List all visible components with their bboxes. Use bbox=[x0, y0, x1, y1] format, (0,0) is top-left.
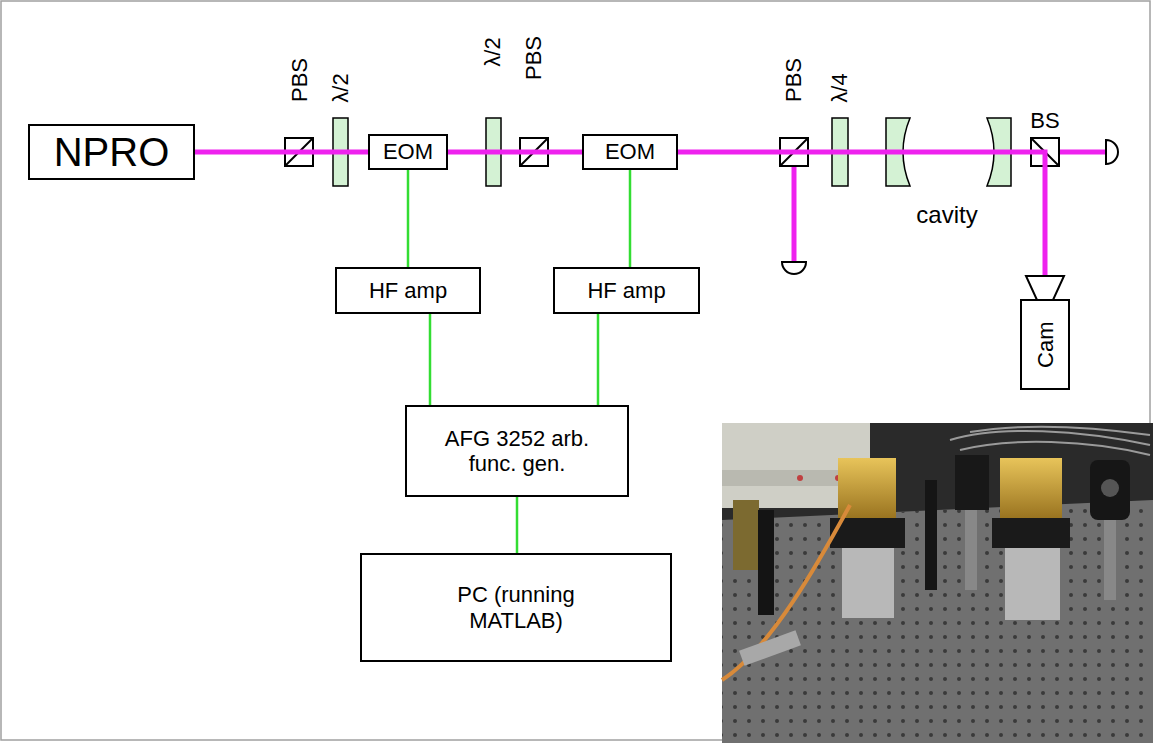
signal-cable bbox=[407, 170, 410, 267]
generator-box: AFG 3252 arb. func. gen. bbox=[405, 405, 629, 497]
component-label: PBS bbox=[782, 58, 806, 102]
laser-box: NPRO bbox=[28, 124, 195, 180]
camera-lens bbox=[1026, 276, 1064, 300]
setup-photo bbox=[722, 423, 1153, 743]
box-text: AFG 3252 arb. func. gen. bbox=[432, 426, 602, 477]
signal-cable bbox=[516, 497, 519, 553]
camera-body bbox=[1021, 300, 1069, 389]
box-text: HF amp bbox=[587, 278, 665, 303]
cable-coil bbox=[950, 427, 1150, 455]
laser-beam bbox=[195, 150, 368, 155]
box-text: NPRO bbox=[54, 129, 170, 175]
clamp bbox=[739, 630, 801, 666]
signal-cable bbox=[629, 170, 632, 267]
component-label: PBS bbox=[522, 36, 546, 80]
component-label: PBS bbox=[288, 58, 312, 102]
optical-table bbox=[722, 500, 1153, 743]
modulator-box: EOM bbox=[582, 134, 678, 170]
component-label: cavity bbox=[916, 202, 977, 228]
mirror-mount bbox=[955, 455, 989, 510]
component-label: λ/2 bbox=[329, 73, 353, 102]
component-label: λ/4 bbox=[828, 73, 852, 102]
photo-background bbox=[722, 423, 1153, 743]
post bbox=[1104, 520, 1116, 600]
monitor-button bbox=[797, 475, 803, 481]
orange-cable bbox=[722, 505, 850, 680]
component-label: BS bbox=[1030, 109, 1059, 133]
photodiode-symbol bbox=[782, 262, 806, 274]
lens bbox=[1101, 479, 1119, 497]
component-label: λ/2 bbox=[481, 37, 505, 66]
photodiode-symbol bbox=[1106, 140, 1118, 164]
post-holder bbox=[842, 548, 894, 618]
box-text: Cam bbox=[1032, 322, 1057, 368]
computer-box: PC (running MATLAB) bbox=[360, 553, 672, 662]
mirror-mount bbox=[925, 480, 937, 590]
signal-cable bbox=[429, 314, 432, 405]
box-text: PC (running MATLAB) bbox=[416, 582, 616, 633]
box-text: EOM bbox=[605, 139, 655, 164]
box-text: EOM bbox=[383, 139, 433, 164]
post bbox=[965, 510, 977, 590]
laser-beam bbox=[792, 152, 797, 262]
lens-mount bbox=[1090, 460, 1130, 520]
box-text: HF amp bbox=[369, 278, 447, 303]
eom-photo bbox=[1000, 458, 1062, 518]
device-box bbox=[733, 500, 759, 570]
table-holes bbox=[722, 500, 1153, 743]
camera-symbol: Cam bbox=[1020, 275, 1070, 390]
eom-mount bbox=[992, 518, 1070, 548]
laser-beam bbox=[678, 152, 1045, 275]
mirror-mount bbox=[758, 510, 774, 615]
post-holder bbox=[1005, 548, 1060, 620]
amplifier-box: HF amp bbox=[335, 267, 481, 314]
laser-beam bbox=[448, 150, 582, 155]
modulator-box: EOM bbox=[368, 134, 448, 170]
signal-cable bbox=[597, 314, 600, 405]
amplifier-box: HF amp bbox=[553, 267, 700, 314]
